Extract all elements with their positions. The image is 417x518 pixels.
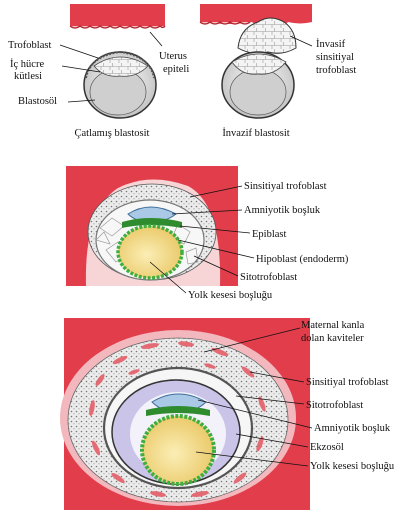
uterus-epithelium-edge-right <box>200 22 250 24</box>
uterus-epithelium-edge-left <box>70 26 165 28</box>
label-sinsitiyal-trofoblast-bottom: Sinsitiyal trofoblast <box>306 377 389 388</box>
yolk-sac-bottom <box>142 416 214 484</box>
label-yolk-kesesi-mid: Yolk kesesi boşluğu <box>188 290 273 301</box>
label-amniyotik-bosluk-mid: Amniyotik boşluk <box>244 205 321 216</box>
label-sitotrofoblast-bottom: Sitotrofoblast <box>306 400 363 411</box>
caption-invasive-blastocyst: İnvazif blastosit <box>222 127 289 139</box>
invasive-blastocyst-diagram <box>200 4 312 118</box>
label-yolk-kesesi-bottom: Yolk kesesi boşluğu <box>310 461 395 472</box>
uterus-epithelium-left <box>70 4 165 26</box>
label-maternal-1: Maternal kanla <box>301 320 365 331</box>
caption-hatched-blastocyst: Çatlamış blastosit <box>75 128 150 139</box>
label-uterus-2: epiteli <box>163 64 189 75</box>
label-ic-hucre-2: kütlesi <box>14 71 42 82</box>
label-maternal-2: dolan kaviteler <box>301 333 364 344</box>
label-uterus-1: Uterus <box>159 51 187 62</box>
label-hipoblast: Hipoblast (endoderm) <box>256 254 349 265</box>
advanced-embryo-diagram <box>60 318 310 510</box>
label-sitotrofoblast-mid: Sitotrofoblast <box>240 272 297 283</box>
label-invasif-3: trofoblast <box>316 65 356 76</box>
label-sinsitiyal-trofoblast-mid: Sinsitiyal trofoblast <box>244 181 327 192</box>
invasive-blastocyst-cavity <box>230 69 286 115</box>
label-amniyotik-bosluk-bottom: Amniyotik boşluk <box>314 423 391 434</box>
label-invasif-1: İnvasif <box>316 38 346 50</box>
label-ekzosol: Ekzosöl <box>310 442 344 453</box>
label-blastosol: Blastosöl <box>18 96 57 107</box>
label-invasif-2: sinsitiyal <box>316 52 354 63</box>
implanting-embryo-diagram <box>66 166 238 286</box>
label-trofoblast: Trofoblast <box>8 40 51 51</box>
label-ic-hucre-1: İç hücre <box>10 58 44 70</box>
yolk-sac-middle <box>118 226 182 278</box>
label-epiblast: Epiblast <box>252 229 286 240</box>
